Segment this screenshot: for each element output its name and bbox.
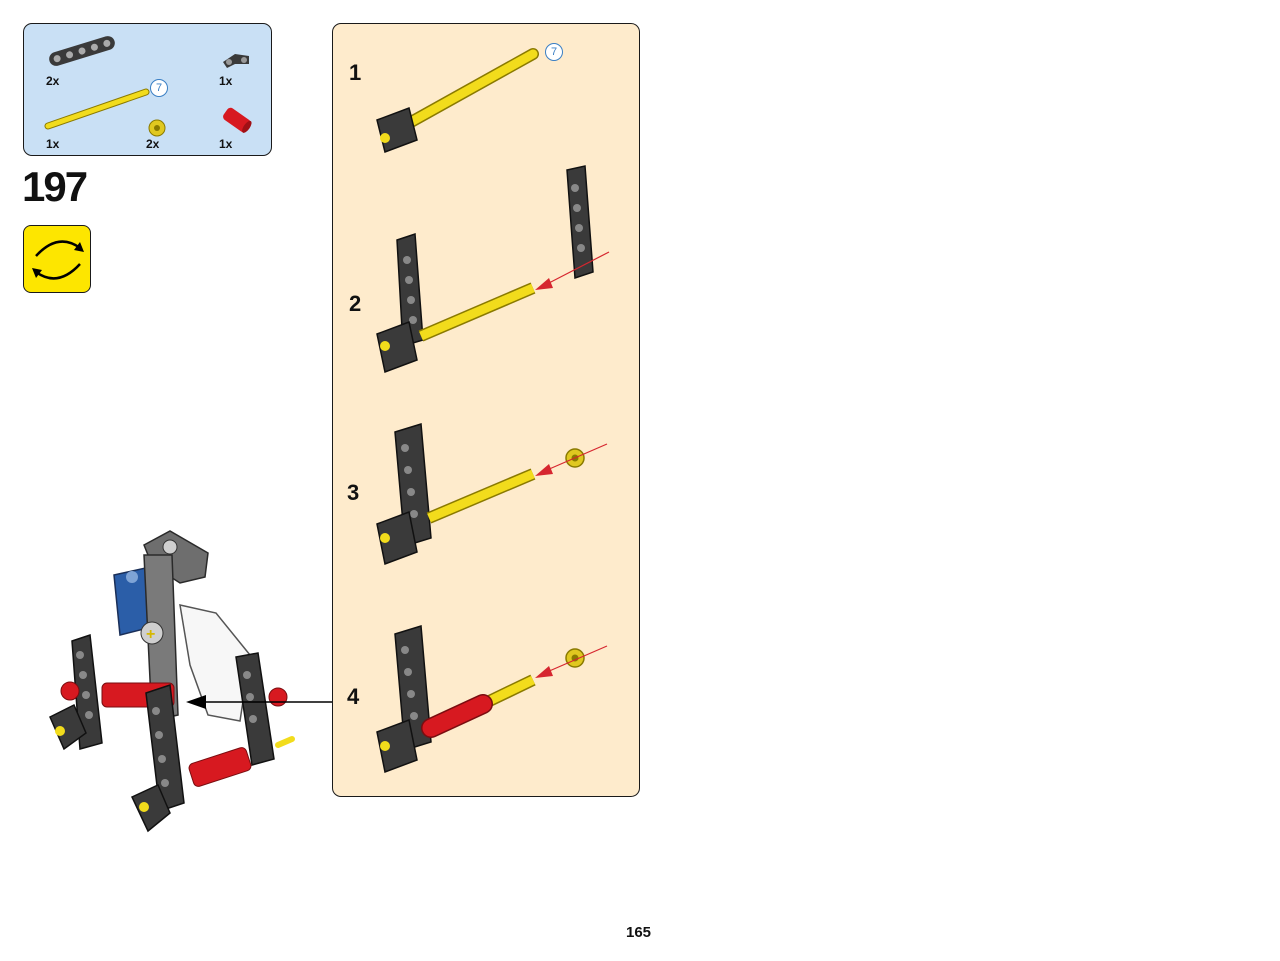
axle-7-part-icon bbox=[44, 88, 150, 130]
substep-2-number: 2 bbox=[349, 291, 362, 316]
connector-red-part-icon bbox=[223, 107, 252, 133]
substep-3-number: 3 bbox=[347, 480, 360, 505]
substep-1-illustration bbox=[376, 48, 539, 153]
beam-2-bent-part-icon bbox=[223, 54, 249, 68]
bush-half-part-icon bbox=[148, 119, 166, 137]
substep-2-illustration bbox=[376, 165, 610, 374]
substep-4-number: 4 bbox=[347, 684, 360, 709]
page-number: 165 bbox=[626, 924, 652, 941]
substep-3-illustration bbox=[376, 423, 608, 566]
rotate-model-icon bbox=[23, 225, 91, 293]
qty-beam-2-bent: 1x bbox=[219, 74, 233, 88]
substep-1-number: 1 bbox=[349, 60, 362, 85]
substep-4-illustration bbox=[376, 625, 608, 774]
axle-length-badge: 7 bbox=[150, 79, 168, 97]
svg-text:+: + bbox=[146, 626, 155, 643]
qty-bush-half: 2x bbox=[146, 137, 160, 151]
callout-arrow bbox=[186, 695, 332, 709]
qty-axle-7: 1x bbox=[46, 137, 60, 151]
main-model-assembly: + bbox=[49, 530, 295, 833]
substeps-panel: 1 7 2 3 bbox=[332, 23, 640, 797]
beam-5-part-icon bbox=[49, 36, 115, 66]
qty-beam-5: 2x bbox=[46, 74, 60, 88]
parts-list: 2x 1x 7 1x 2x 1x bbox=[23, 23, 272, 156]
substep-1-length-badge: 7 bbox=[545, 43, 563, 61]
step-number: 197 bbox=[22, 163, 88, 210]
qty-connector-red: 1x bbox=[219, 137, 233, 151]
